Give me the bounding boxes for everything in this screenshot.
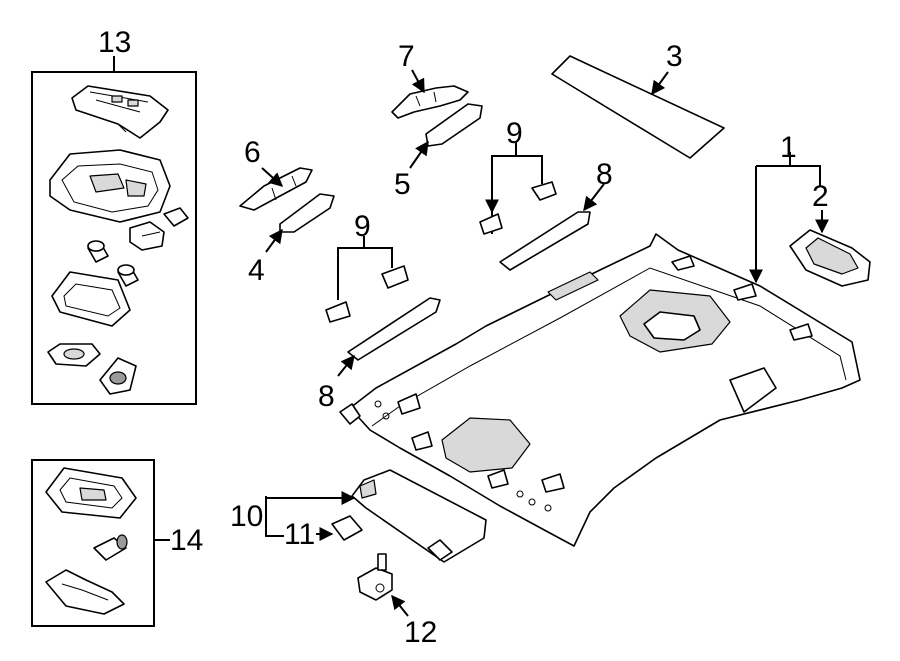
callout-2: 2 [812, 180, 829, 213]
insulator-pad[interactable] [551, 55, 725, 159]
callout-9-upper: 9 [506, 117, 523, 150]
visor-rail-8-lower[interactable] [347, 297, 441, 361]
dome-lamp-lens[interactable] [45, 569, 125, 615]
clip-9-upper-right[interactable] [531, 181, 557, 201]
callout-8-upper: 8 [596, 158, 613, 191]
switch-block[interactable] [129, 221, 165, 251]
callout-9-lower: 9 [354, 210, 371, 243]
visor-rail-8-upper[interactable] [499, 211, 591, 271]
headliner[interactable] [339, 233, 861, 547]
sun-visor[interactable] [351, 469, 487, 563]
overhead-console-housing[interactable] [49, 149, 171, 223]
map-lamp-lens[interactable] [51, 271, 131, 327]
dome-lamp-housing[interactable] [45, 467, 137, 519]
callout-6: 6 [244, 136, 261, 169]
callout-12: 12 [404, 616, 437, 649]
visor-holder[interactable] [357, 553, 393, 601]
console-bracket[interactable] [71, 85, 169, 139]
callout-3: 3 [666, 40, 683, 73]
dome-lamp-bulb[interactable] [93, 534, 128, 561]
callout-4: 4 [248, 254, 265, 287]
trim-cover[interactable] [47, 343, 101, 367]
callout-14: 14 [170, 524, 203, 557]
callout-13: 13 [98, 26, 131, 59]
clip-9-upper-left[interactable] [479, 213, 503, 235]
grab-handle-bracket-6[interactable] [239, 167, 313, 211]
visor-clip[interactable] [331, 515, 363, 541]
grab-handle-5[interactable] [425, 103, 483, 147]
group-box-14 [31, 459, 155, 627]
clip-9-lower-left[interactable] [325, 301, 351, 323]
grab-handle-4[interactable] [279, 193, 335, 233]
callout-5: 5 [394, 168, 411, 201]
callout-10: 10 [230, 500, 263, 533]
bulb-right[interactable] [117, 264, 139, 287]
dome-lamp-bezel[interactable] [789, 229, 871, 287]
bulb-left[interactable] [87, 240, 109, 263]
callout-1: 1 [780, 131, 797, 164]
callout-7: 7 [398, 40, 415, 73]
callout-8-lower: 8 [318, 380, 335, 413]
clip-9-lower-right[interactable] [381, 265, 409, 289]
button-cap[interactable] [99, 357, 137, 395]
callout-11: 11 [284, 518, 315, 551]
switch-knob[interactable] [163, 207, 189, 227]
